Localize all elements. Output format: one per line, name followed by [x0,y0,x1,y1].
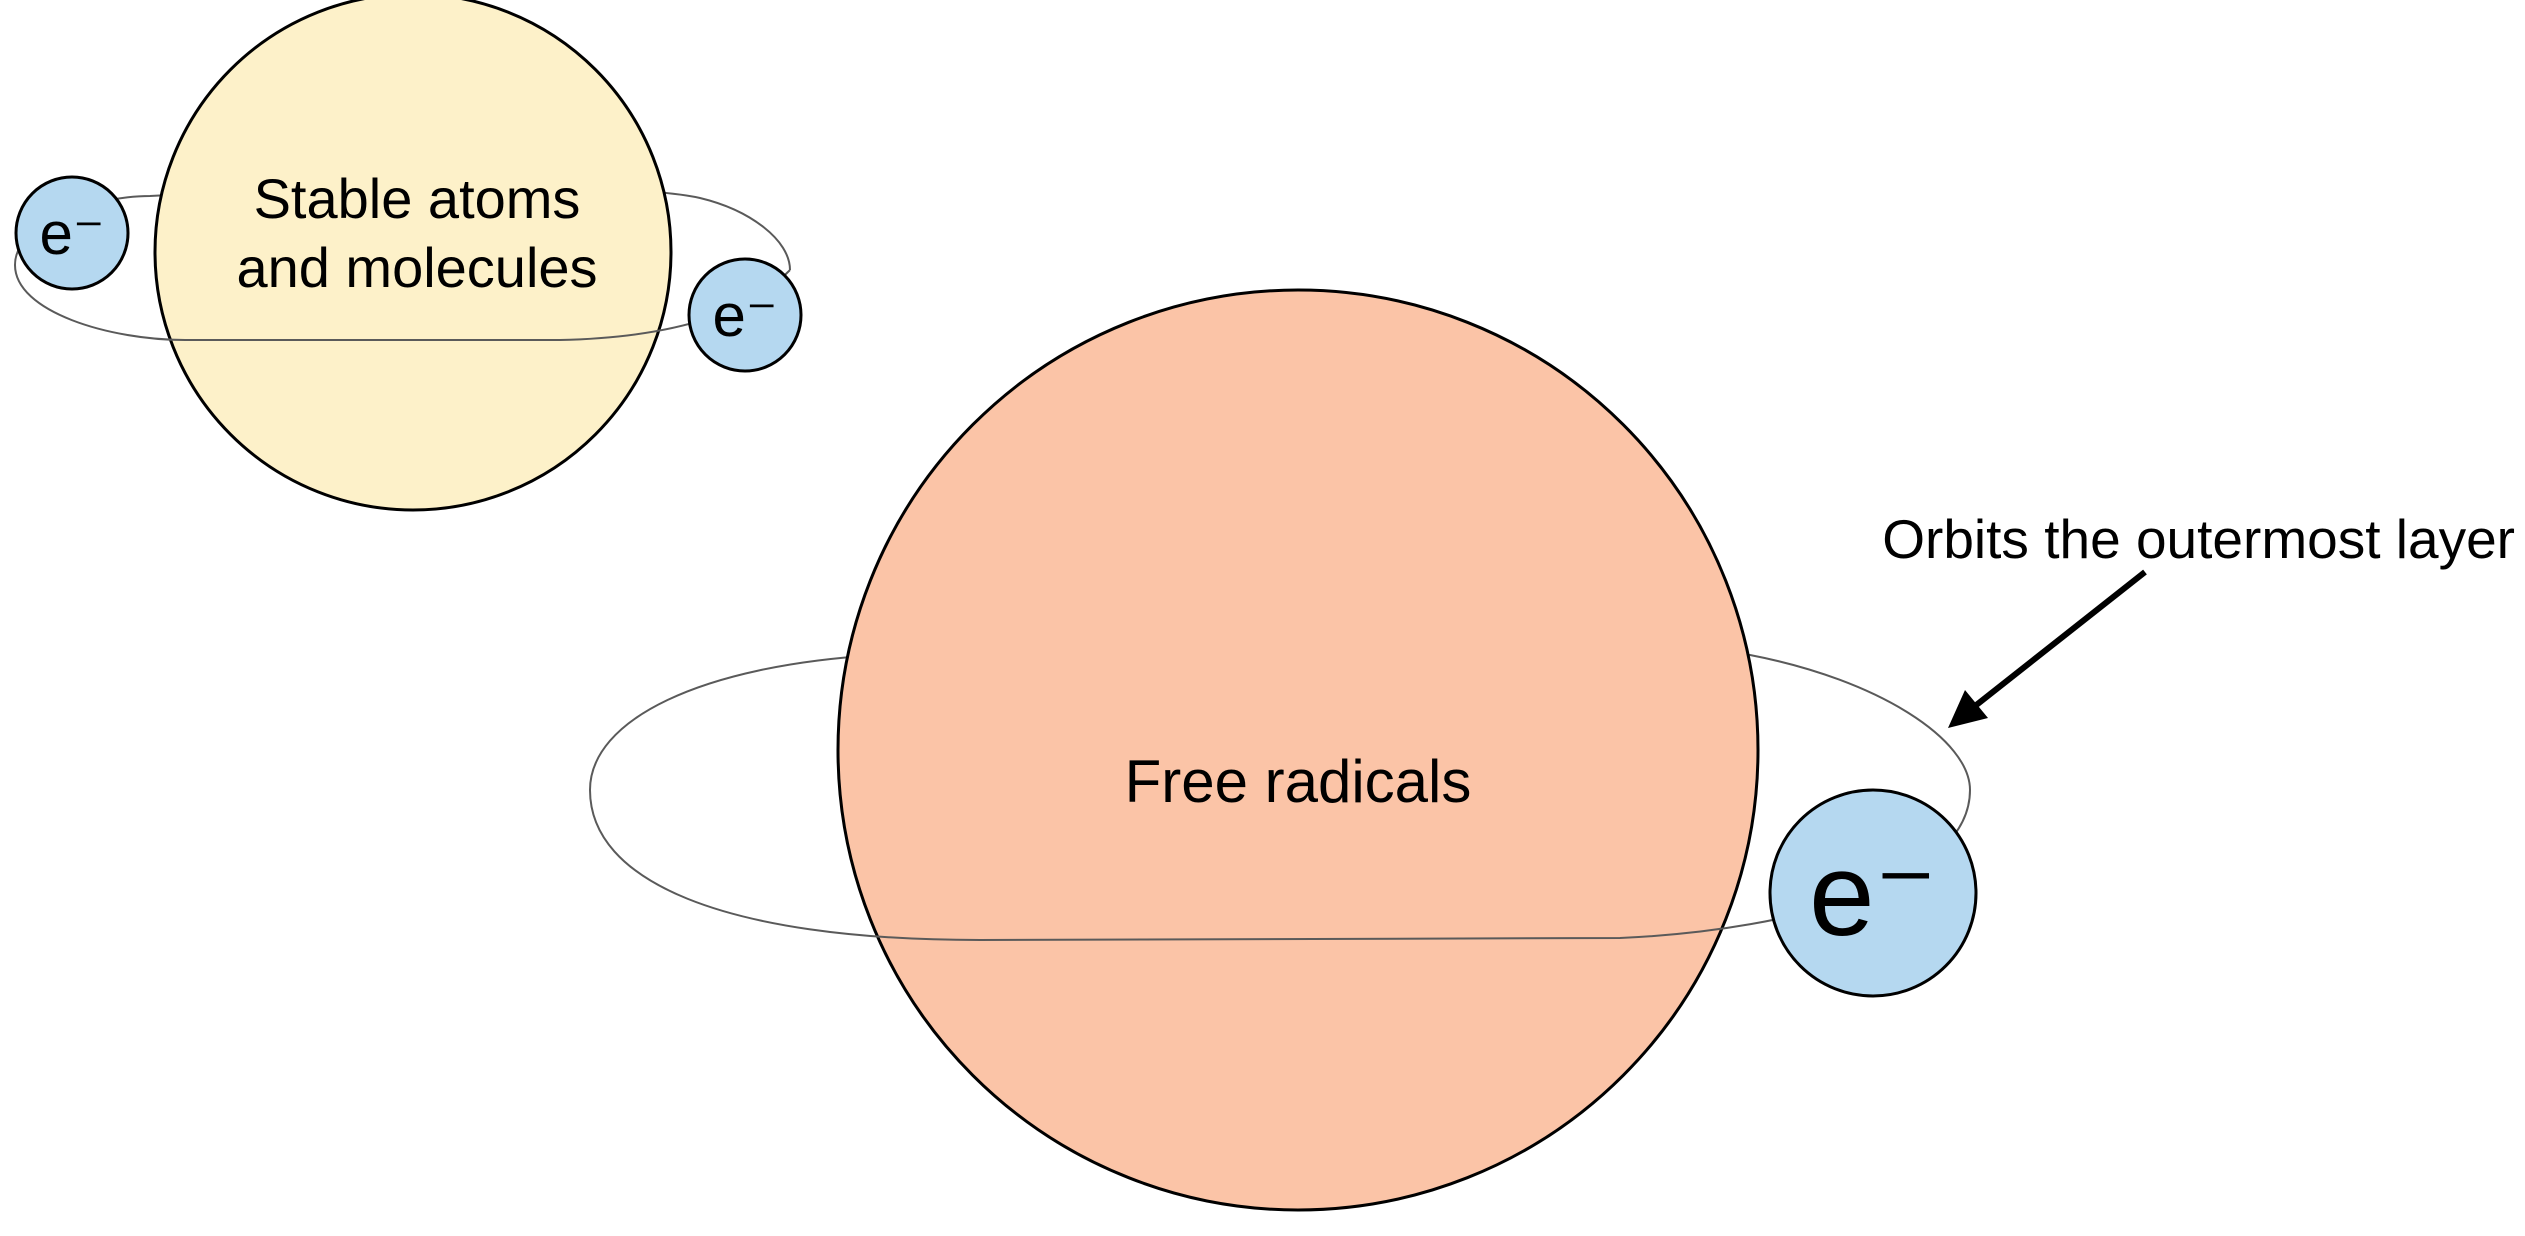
electron-circle [687,257,803,373]
free-radical-group: Free radicals e⁻ [589,288,1978,1212]
electron-label: e⁻ [1809,829,1937,961]
arrow-icon [1948,569,2147,728]
free-radical-circle [836,288,1760,1212]
arrow-head [1948,690,1988,728]
stable-atom-circle [153,0,673,512]
annotation-text: Orbits the outermost layer [1882,508,2515,570]
stable-atom-label-line1: Stable atoms [254,167,581,230]
electron-circle [1768,788,1978,998]
arrow-shaft [1968,569,2147,713]
electron-circle [14,175,130,291]
stable-atom-label-line2: and molecules [236,236,597,299]
stable-atom-group: Stable atoms and molecules e⁻ e⁻ [14,0,803,512]
free-radical-label: Free radicals [1125,748,1472,815]
electron-label: e⁻ [39,200,104,267]
annotation-group: Orbits the outermost layer [1882,508,2515,728]
free-radical-electron: e⁻ [1768,788,1978,998]
stable-electron-left: e⁻ [14,175,130,291]
stable-electron-right: e⁻ [687,257,803,373]
electron-label: e⁻ [712,282,777,349]
